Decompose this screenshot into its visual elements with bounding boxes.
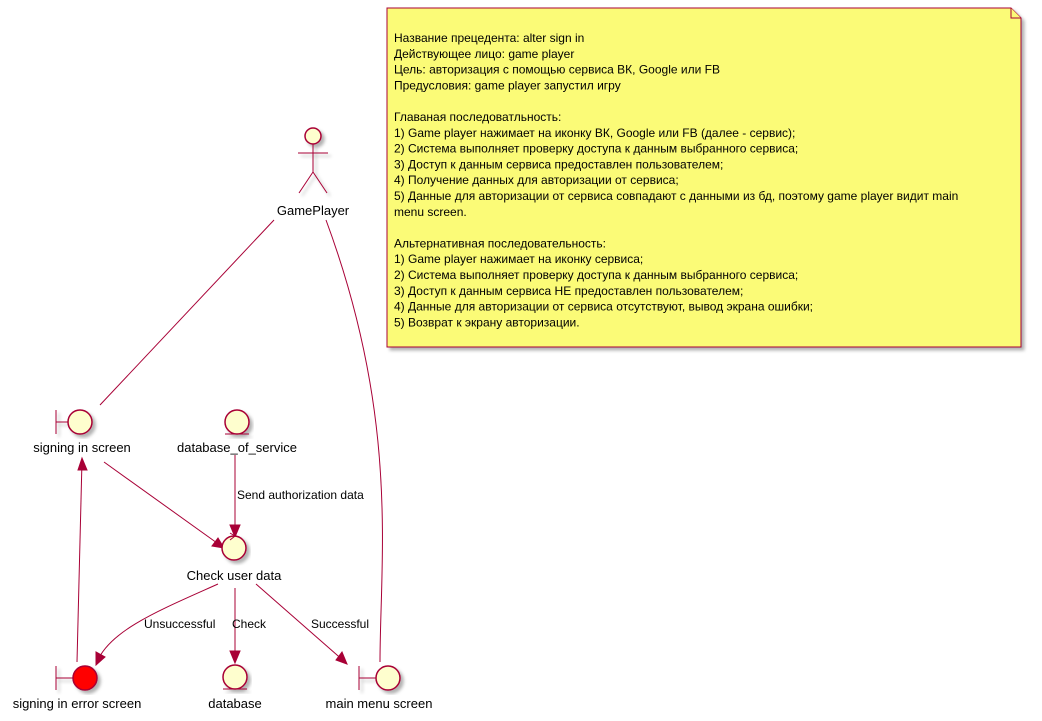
entity-database: database — [208, 664, 262, 711]
note-line: Цель: авторизация с помощью сервиса ВК, … — [394, 63, 720, 77]
note-line: Предусловия: game player запустил игру — [394, 78, 621, 92]
note-line: 4) Получение данных для авторизации от с… — [394, 173, 679, 187]
note-line: Альтернативная последовательность: — [394, 236, 606, 250]
edge-check-to-error — [96, 583, 219, 663]
note-line: 1) Game player нажимает на иконку ВК, Go… — [394, 126, 795, 140]
usecase-note: Название прецедента: alter sign in Действ… — [386, 7, 1022, 348]
boundary-signing-in-error-screen: signing in error screen — [13, 665, 142, 711]
check-user-data-label: Check user data — [187, 568, 282, 583]
control-icon — [221, 532, 247, 561]
entity-icon — [222, 664, 248, 690]
arrowhead — [335, 651, 348, 665]
actor-icon — [298, 127, 328, 194]
note-text-block: Название прецедента: alter sign in Действ… — [394, 31, 958, 329]
database-of-service-label: database_of_service — [177, 440, 297, 455]
edges — [76, 219, 383, 667]
note-line: Действующее лицо: game player — [394, 47, 574, 61]
boundary-icon — [55, 665, 98, 691]
signing-in-screen-label: signing in screen — [33, 440, 131, 455]
edge-check-to-main-menu — [255, 583, 346, 663]
boundary-icon — [358, 665, 401, 691]
actor-label: GamePlayer — [277, 203, 350, 218]
edge-signing-in-to-check — [103, 461, 225, 549]
edge-label-check: Check — [232, 617, 267, 631]
note-line: menu screen. — [394, 205, 467, 219]
edge-label-successful: Successful — [311, 617, 369, 631]
arrowhead — [77, 456, 88, 471]
boundary-icon — [55, 409, 93, 435]
arrowhead — [211, 537, 225, 549]
edge-actor-main-menu — [325, 219, 383, 663]
entity-icon — [224, 409, 250, 435]
note-line: 4) Данные для авторизации от сервиса отс… — [394, 300, 813, 314]
edge-error-to-signing-in — [76, 459, 83, 663]
note-line: Главаная последоватльность: — [394, 110, 561, 124]
arrowhead — [229, 650, 241, 665]
database-label: database — [208, 696, 262, 711]
main-menu-screen-label: main menu screen — [326, 696, 433, 711]
boundary-main-menu-screen: main menu screen — [326, 665, 433, 711]
edge-label-unsuccessful: Unsuccessful — [144, 617, 215, 631]
note-line: Название прецедента: alter sign in — [394, 31, 584, 45]
note-line: 5) Возврат к экрану авторизации. — [394, 315, 580, 329]
arrowhead — [95, 651, 106, 667]
entity-database-of-service: database_of_service — [177, 409, 297, 455]
control-check-user-data: Check user data — [187, 532, 282, 583]
note-line: 2) Система выполняет проверку доступа к … — [394, 268, 798, 282]
actor-gameplayer: GamePlayer — [277, 127, 350, 218]
edge-actor-signing-in — [99, 219, 275, 406]
boundary-signing-in-screen: signing in screen — [33, 409, 131, 455]
note-line: 2) Система выполняет проверку доступа к … — [394, 142, 798, 156]
arrowhead — [229, 524, 241, 539]
signing-in-error-screen-label: signing in error screen — [13, 696, 142, 711]
note-line: 1) Game player нажимает на иконку сервис… — [394, 252, 643, 266]
edge-label-send-auth: Send authorization data — [237, 488, 364, 502]
note-line: 5) Данные для авторизации от сервиса сов… — [394, 189, 958, 203]
note-line: 3) Доступ к данным сервиса предоставлен … — [394, 157, 723, 171]
note-line: 3) Доступ к данным сервиса НЕ предоставл… — [394, 284, 743, 298]
